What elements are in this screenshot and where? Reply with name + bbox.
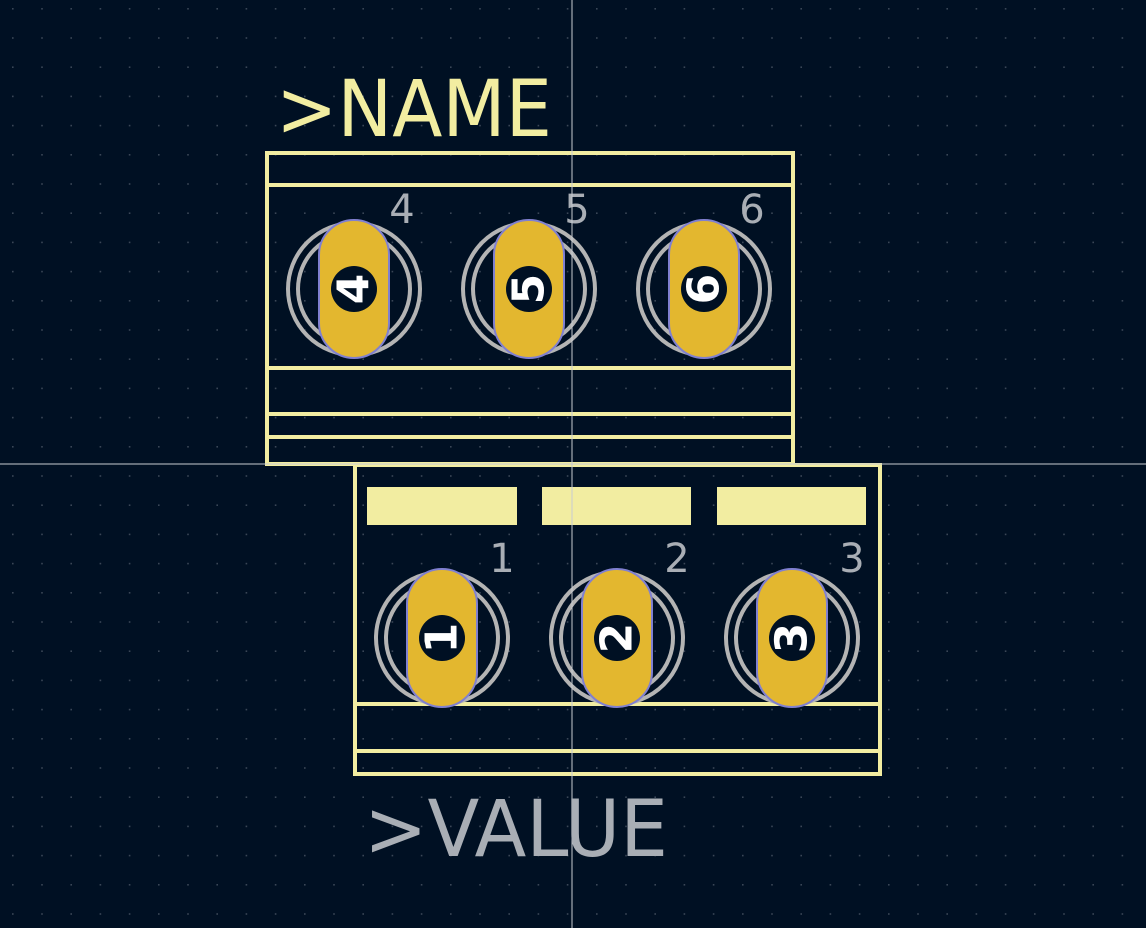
pad-number-label: 5 xyxy=(504,274,555,305)
pin-ref-label: 5 xyxy=(564,187,589,233)
pad-number-label: 1 xyxy=(417,623,468,654)
pad-3[interactable]: 33 xyxy=(724,536,865,708)
silkscreen-bar xyxy=(367,487,517,525)
pad-2[interactable]: 22 xyxy=(549,536,690,708)
pin-ref-label: 6 xyxy=(739,187,764,233)
footprint-value-label: >VALUE xyxy=(364,785,668,875)
drill-hole xyxy=(769,615,815,661)
pin-ref-label: 3 xyxy=(839,536,864,582)
pin-ref-label: 2 xyxy=(664,536,689,582)
pad-number-label: 3 xyxy=(767,623,818,654)
drill-hole xyxy=(419,615,465,661)
pad-4[interactable]: 44 xyxy=(286,187,422,359)
pad-number-label: 6 xyxy=(679,274,730,305)
drill-hole xyxy=(594,615,640,661)
pad-number-label: 2 xyxy=(592,623,643,654)
drill-hole xyxy=(681,266,727,312)
silkscreen-bar xyxy=(717,487,866,525)
pin-ref-label: 4 xyxy=(389,187,414,233)
pin-ref-label: 1 xyxy=(489,536,514,582)
pad-1[interactable]: 11 xyxy=(374,536,515,708)
pad-number-label: 4 xyxy=(329,274,380,305)
drill-hole xyxy=(506,266,552,312)
footprint-name-label: >NAME xyxy=(276,65,552,155)
drill-hole xyxy=(331,266,377,312)
pad-6[interactable]: 66 xyxy=(636,187,772,359)
silkscreen-bar xyxy=(542,487,691,525)
bottom-connector-outline xyxy=(353,463,882,776)
pad-5[interactable]: 55 xyxy=(461,187,597,359)
bottom-outline-frame xyxy=(353,463,882,776)
